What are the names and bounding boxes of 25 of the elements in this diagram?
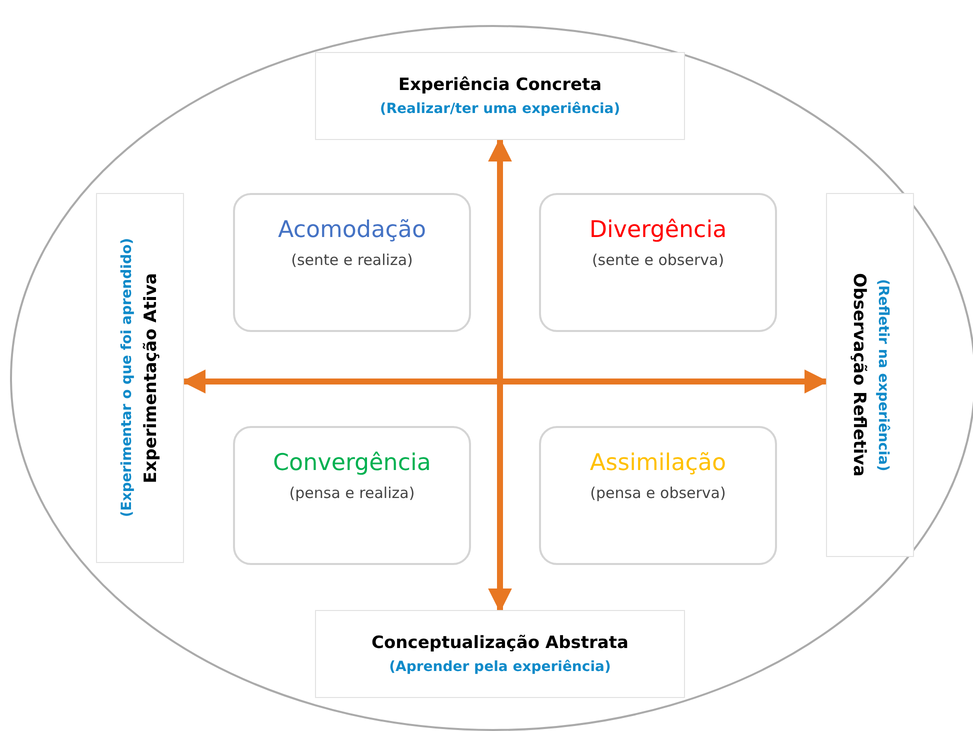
quadrant-title: Assimilação	[590, 450, 726, 476]
quadrant-title: Divergência	[589, 217, 727, 243]
stage-box	[315, 52, 685, 140]
quadrant-box	[539, 193, 777, 332]
quadrant-box	[233, 426, 471, 565]
stage-subtitle: (Aprender pela experiência)	[389, 659, 611, 675]
stage-title: Experimentação Ativa	[141, 272, 161, 484]
quadrant-subtitle: (sente e observa)	[592, 251, 724, 269]
stage-title: Conceptualização Abstrata	[372, 633, 628, 653]
quadrant-title: Convergência	[273, 450, 431, 476]
quadrant-box	[539, 426, 777, 565]
quadrant-subtitle: (pensa e realiza)	[289, 484, 415, 502]
stage-box	[826, 193, 914, 557]
double-arrow	[488, 138, 512, 612]
stage-box	[96, 193, 184, 563]
quadrant-subtitle: (sente e realiza)	[291, 251, 413, 269]
quadrant-title: Acomodação	[278, 217, 426, 243]
stage-subtitle: (Experimentar o que foi aprendido)	[119, 238, 135, 518]
stage-title: Experiência Concreta	[398, 75, 602, 95]
stage-subtitle: (Realizar/ter uma experiência)	[380, 101, 620, 117]
stage-box	[315, 610, 685, 698]
stage-title: Observação Refletiva	[849, 273, 869, 477]
stage-subtitle: (Refletir na experiência)	[875, 278, 891, 472]
quadrant-box	[233, 193, 471, 332]
quadrant-subtitle: (pensa e observa)	[590, 484, 726, 502]
